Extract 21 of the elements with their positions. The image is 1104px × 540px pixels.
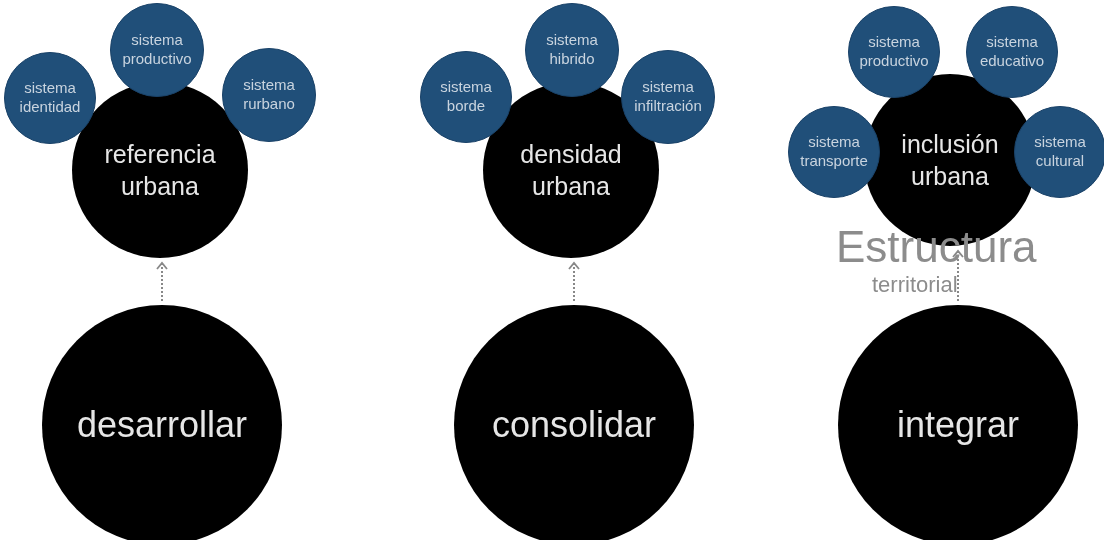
- circle-label: referencia urbana: [103, 138, 217, 202]
- circle-label: sistema educativo: [978, 33, 1046, 71]
- circle-label: sistema hibrido: [545, 31, 599, 69]
- dotted-arrow: [952, 250, 964, 302]
- circle-label: consolidar: [491, 404, 657, 446]
- dotted-arrow: [568, 262, 580, 302]
- circle-label: sistema infiltración: [633, 78, 703, 116]
- circle-label: sistema rurbano: [242, 76, 296, 114]
- circle-label: sistema identidad: [18, 79, 82, 117]
- dotted-arrow: [156, 262, 168, 302]
- circle-label: integrar: [896, 404, 1020, 446]
- circle-label: densidad urbana: [519, 138, 623, 202]
- circle-label: sistema productivo: [858, 33, 930, 71]
- circle-label: sistema cultural: [1033, 133, 1087, 171]
- circle-label: desarrollar: [76, 404, 248, 446]
- circle-label: inclusión urbana: [900, 128, 1000, 192]
- circle-label: sistema transporte: [799, 133, 869, 171]
- circle-label: sistema borde: [439, 78, 493, 116]
- circle-label: sistema productivo: [121, 31, 193, 69]
- overlay-title: territorial: [872, 272, 958, 298]
- overlay-title: Estructura: [836, 222, 1037, 272]
